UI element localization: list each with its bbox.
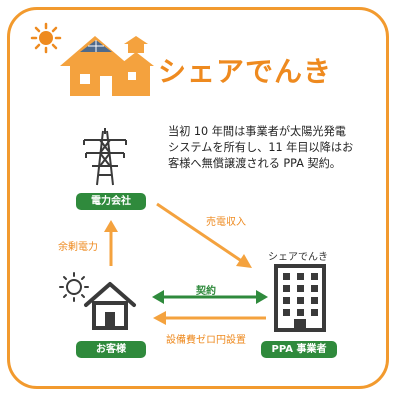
transmission-tower-icon [83,128,127,186]
operator-caption: シェアでんき [268,252,328,263]
house-icon [84,282,136,330]
ppa-operator-label: PPA 事業者 [261,341,337,358]
customer-label: お客様 [76,341,146,358]
sun-icon [30,22,62,54]
free-installation-label: 設備費ゼロ円設置 [166,335,246,346]
electricity-income-label: 売電収入 [206,217,246,228]
contract-arrow [152,290,268,304]
description-line: 客様へ無償譲渡される PPA 契約。 [168,157,341,170]
brand-title: シェアでんき [158,55,333,88]
description-line: システムを所有し、11 年目以降はお [168,141,354,154]
office-building-icon [274,264,326,332]
description-line: 当初 10 年間は事業者が太陽光発電 [168,125,346,138]
electricity-income-arrow [156,202,252,268]
surplus-power-arrow [104,220,118,266]
description-text: 当初 10 年間は事業者が太陽光発電 システムを所有し、11 年目以降はお 客様… [168,124,378,172]
customer-sun-icon [59,272,89,302]
power-company-label: 電力会社 [76,193,146,210]
houses-with-solar-panels-icon [60,36,154,96]
surplus-power-label: 余剰電力 [58,242,98,253]
contract-label: 契約 [196,286,216,297]
free-installation-arrow [153,311,266,325]
